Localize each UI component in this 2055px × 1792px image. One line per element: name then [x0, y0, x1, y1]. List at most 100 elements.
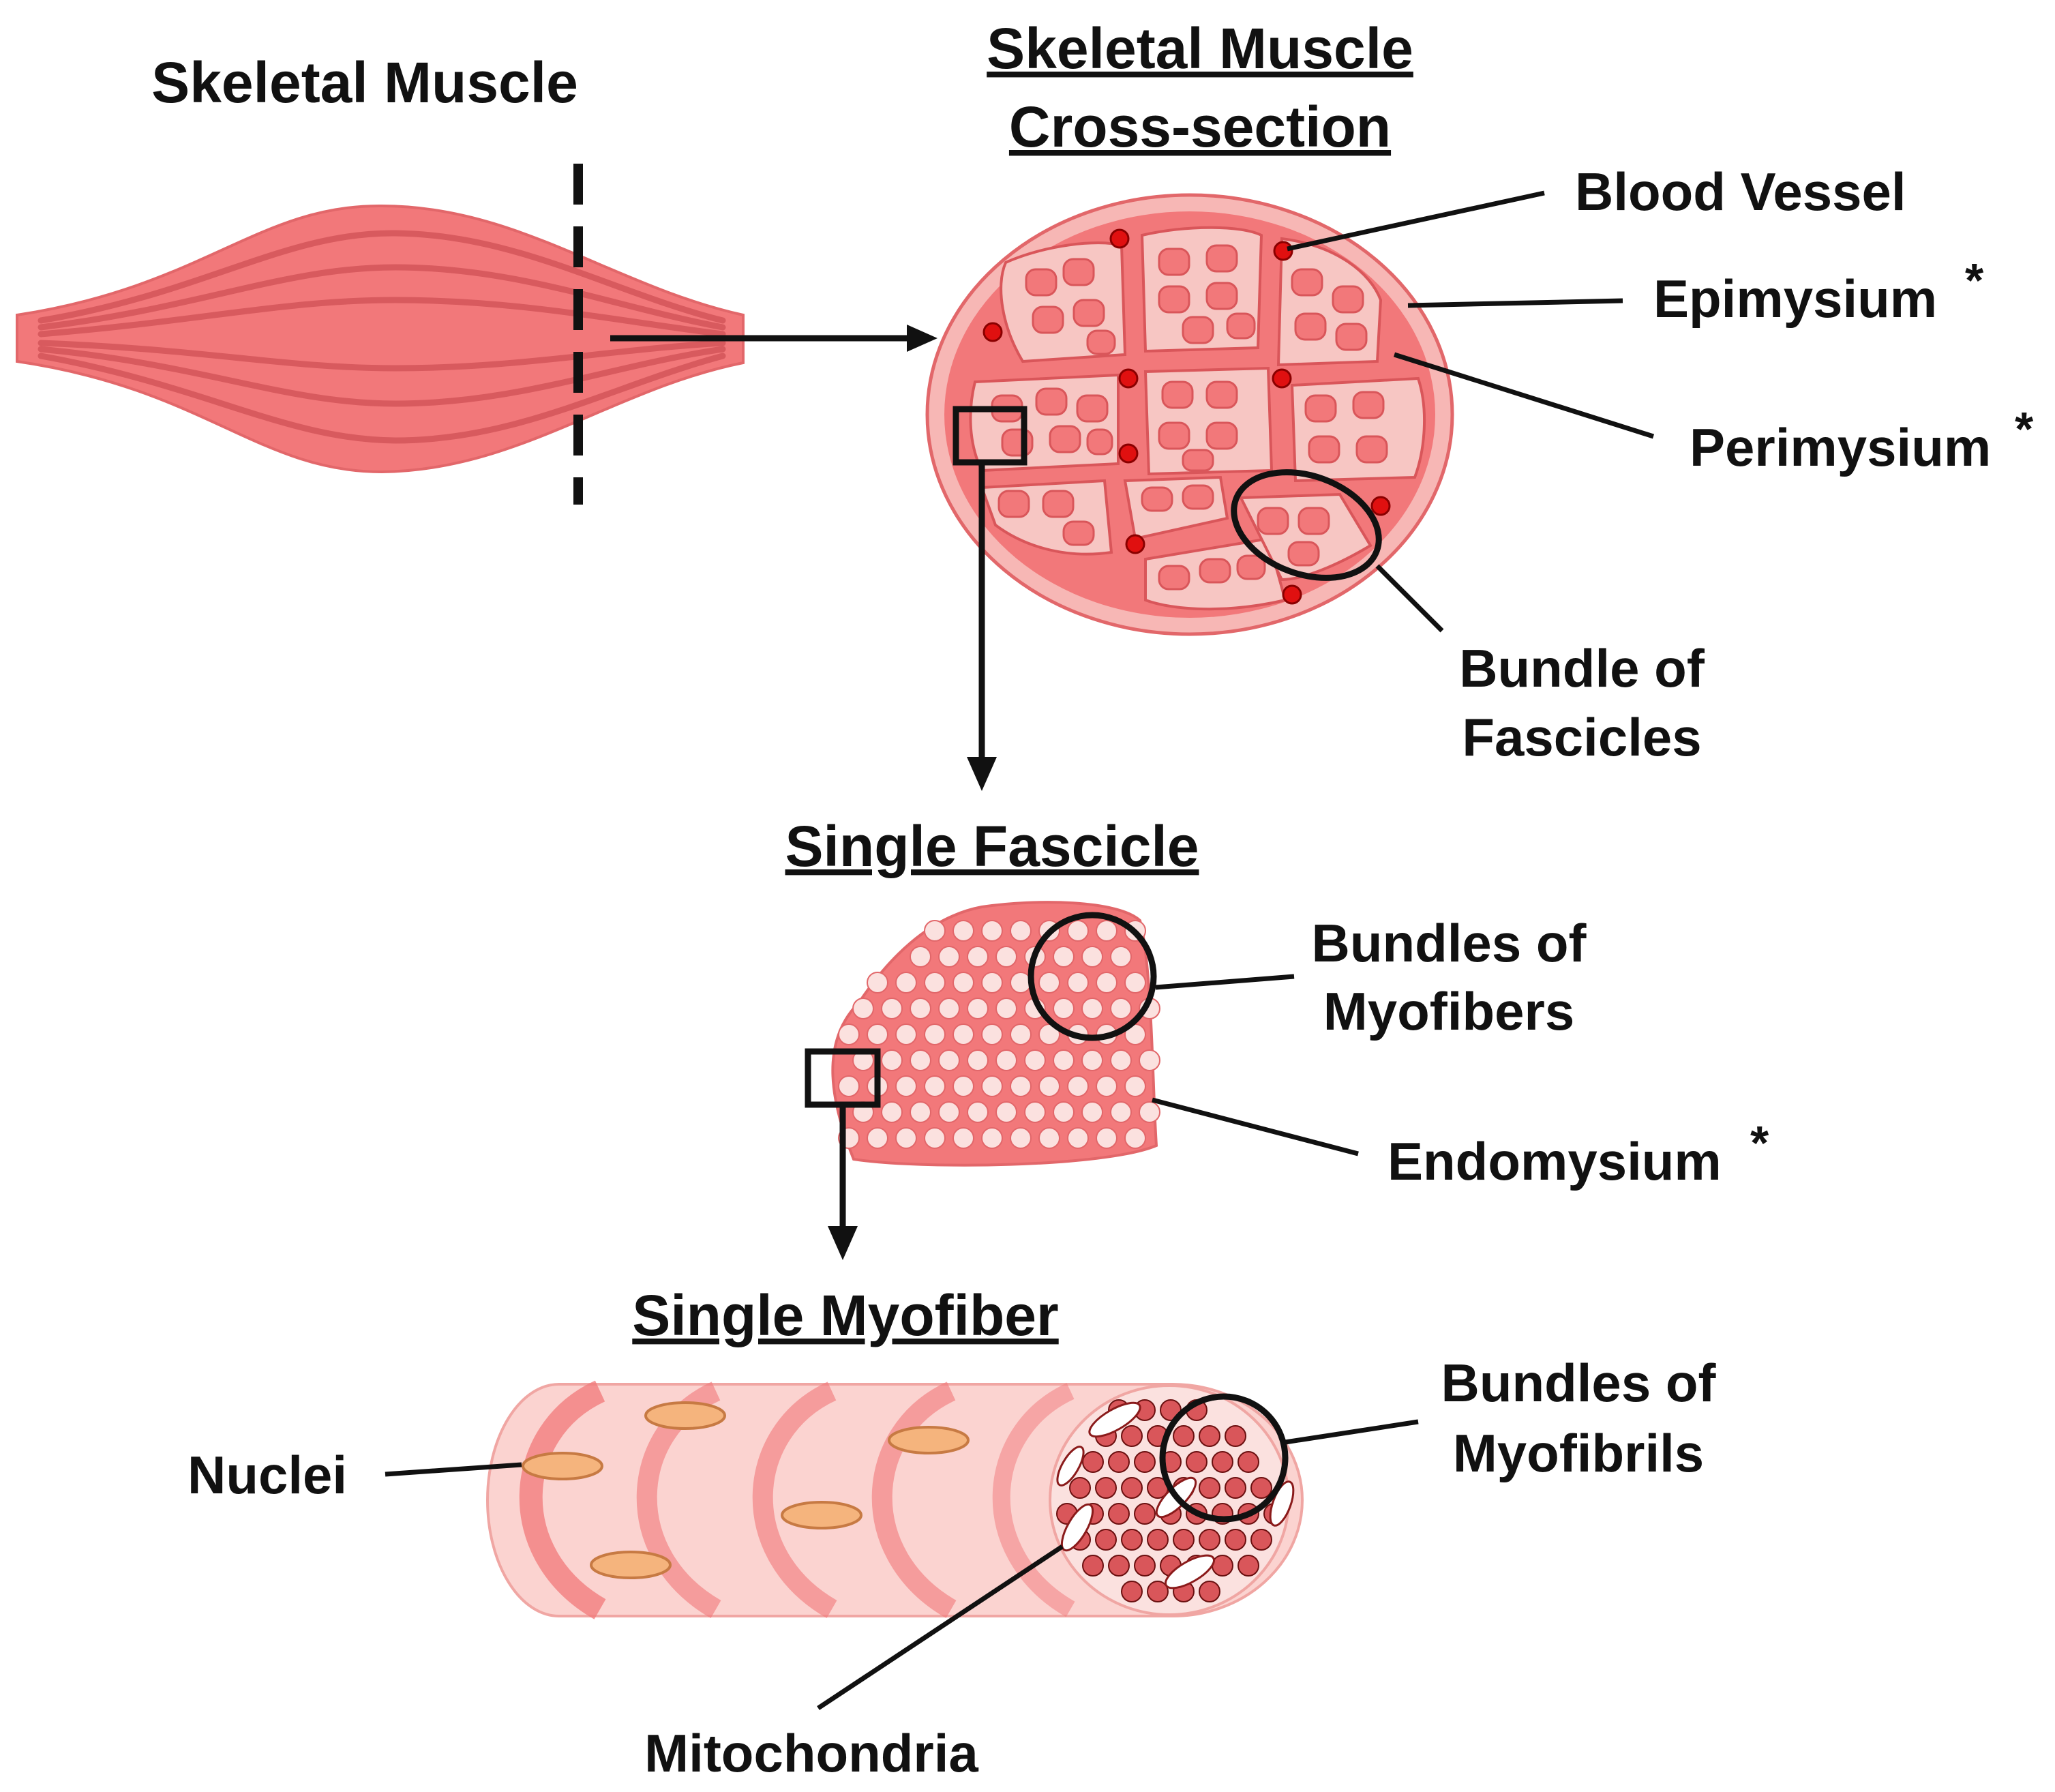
myofiber-dot: [881, 998, 903, 1019]
myofiber-leaders: [385, 1419, 1419, 1710]
myofibril-dot: [1082, 1555, 1104, 1577]
myofiber-dot: [938, 998, 960, 1019]
myofiber-dot: [952, 1024, 974, 1045]
myofiber-dot: [910, 998, 931, 1019]
myofiber-dot: [1110, 1101, 1132, 1123]
myofiber-dot: [1096, 1075, 1118, 1097]
bundle-of-fascicles-label-line2: Fascicles: [1462, 707, 1701, 767]
muscle-cross-section: [925, 193, 1454, 636]
myofibril-dot: [1225, 1529, 1246, 1551]
myofiber-dot: [1067, 972, 1089, 994]
myofibril-dot: [1199, 1477, 1220, 1499]
myofibril-dot: [1147, 1529, 1169, 1551]
myofibril-dot: [1121, 1425, 1143, 1447]
myofiber-dot: [1010, 1024, 1032, 1045]
myofiber-dot: [1024, 1049, 1046, 1071]
myofiber-dot: [867, 1024, 888, 1045]
myofiber-dot: [924, 972, 946, 994]
myofiber-dot: [1096, 972, 1118, 994]
fascicle-leaders: [1152, 974, 1359, 1156]
myofiber-dot: [881, 1049, 903, 1071]
myofiber-dot: [895, 1024, 917, 1045]
myofibril-dot: [1134, 1451, 1156, 1473]
single-fascicle-title: Single Fascicle: [785, 814, 1199, 878]
bundles-of-myofibers-label-line2: Myofibers: [1323, 981, 1574, 1041]
epimysium-asterisk: *: [1965, 254, 1984, 307]
myofiber-dot: [910, 1101, 931, 1123]
myofiber-dot: [895, 1075, 917, 1097]
myofiber-dot: [1110, 1049, 1132, 1071]
skeletal-muscle-title: Skeletal Muscle: [151, 50, 578, 115]
myofiber-dot: [910, 946, 931, 968]
myofiber-dot: [938, 1101, 960, 1123]
myofiber-dot: [1096, 920, 1118, 942]
myofiber-clusters: [991, 244, 1388, 591]
myofiber-dot: [995, 946, 1017, 968]
myofiber-dot: [1067, 1127, 1089, 1149]
single-myofiber-title: Single Myofiber: [632, 1283, 1058, 1347]
arrow-to-single-fascicle: [967, 464, 997, 791]
myofibril-dot: [1173, 1425, 1195, 1447]
myofiber-dot: [1081, 1101, 1103, 1123]
myofibril-dot: [1108, 1503, 1130, 1525]
myofibril-dot: [1186, 1451, 1208, 1473]
myofiber-dot: [1010, 972, 1032, 994]
single-fascicle-illustration: [805, 901, 1160, 1167]
myofibril-dot: [1134, 1555, 1156, 1577]
myofibril-dot: [1212, 1451, 1233, 1473]
myofiber-dot: [995, 1101, 1017, 1123]
muscle-striations: [38, 230, 726, 444]
myofibril-dot: [1121, 1529, 1143, 1551]
myofibril-dot: [1121, 1477, 1143, 1499]
myofibril-dot: [1108, 1451, 1130, 1473]
myofiber-dot: [1038, 972, 1060, 994]
myofibril-dot: [1121, 1581, 1143, 1602]
myofibril-dot: [1225, 1425, 1246, 1447]
bundle-of-fascicles-label-line1: Bundle of: [1459, 638, 1705, 698]
myofiber-dot: [895, 1127, 917, 1149]
perimysium-label: Perimysium: [1690, 417, 1991, 477]
myofiber-dot: [967, 1101, 989, 1123]
myofiber-dot: [1053, 1049, 1075, 1071]
myofiber-dot: [967, 946, 989, 968]
myofiber-dot: [967, 998, 989, 1019]
myofiber-dot: [981, 1024, 1003, 1045]
myofiber-dot: [995, 1049, 1017, 1071]
myofibril-dot: [1238, 1555, 1259, 1577]
myofiber-dot: [952, 920, 974, 942]
bundles-of-myofibrils-label-line1: Bundles of: [1441, 1353, 1717, 1413]
bundles-of-myofibers-label-line1: Bundles of: [1312, 913, 1587, 973]
myofiber-dot: [1124, 1075, 1146, 1097]
myofiber-dot: [852, 998, 874, 1019]
mitochondria-label: Mitochondria: [644, 1723, 978, 1783]
myofiber-dot: [867, 972, 888, 994]
myofiber-dot: [952, 1127, 974, 1149]
sarcolemma-bands: [519, 1380, 1075, 1619]
myofibril-dot: [1082, 1451, 1104, 1473]
myofibril-dot: [1095, 1529, 1117, 1551]
cross-section-title-line2: Cross-section: [1009, 95, 1391, 159]
bundles-of-myofibrils-label-line2: Myofibrils: [1453, 1423, 1704, 1483]
myofiber-dot: [952, 972, 974, 994]
myofiber-dot: [981, 972, 1003, 994]
arrow-to-single-myofiber: [828, 1105, 858, 1260]
epimysium-label: Epimysium: [1653, 269, 1937, 329]
myofiber-dot: [1010, 1075, 1032, 1097]
myofibril-dot: [1199, 1425, 1220, 1447]
arrow-to-cross-section: [610, 325, 937, 352]
myofiber-dot: [1139, 1049, 1160, 1071]
single-myofiber-illustration: [486, 1380, 1304, 1619]
myofiber-dot: [981, 920, 1003, 942]
bundle-of-fascicles-highlight: [1231, 469, 1382, 581]
myofiber-dot: [952, 1075, 974, 1097]
myofiber-dot: [938, 1049, 960, 1071]
myofibril-dot: [1069, 1477, 1091, 1499]
myofiber-dot: [981, 1127, 1003, 1149]
myofiber-dot: [1110, 946, 1132, 968]
nuclei-label: Nuclei: [188, 1445, 347, 1505]
myofiber-dot: [967, 1049, 989, 1071]
myofiber-dot: [910, 1049, 931, 1071]
myofiber-dot: [1110, 998, 1132, 1019]
myofiber-dot: [1124, 972, 1146, 994]
myofiber-dot: [924, 1127, 946, 1149]
